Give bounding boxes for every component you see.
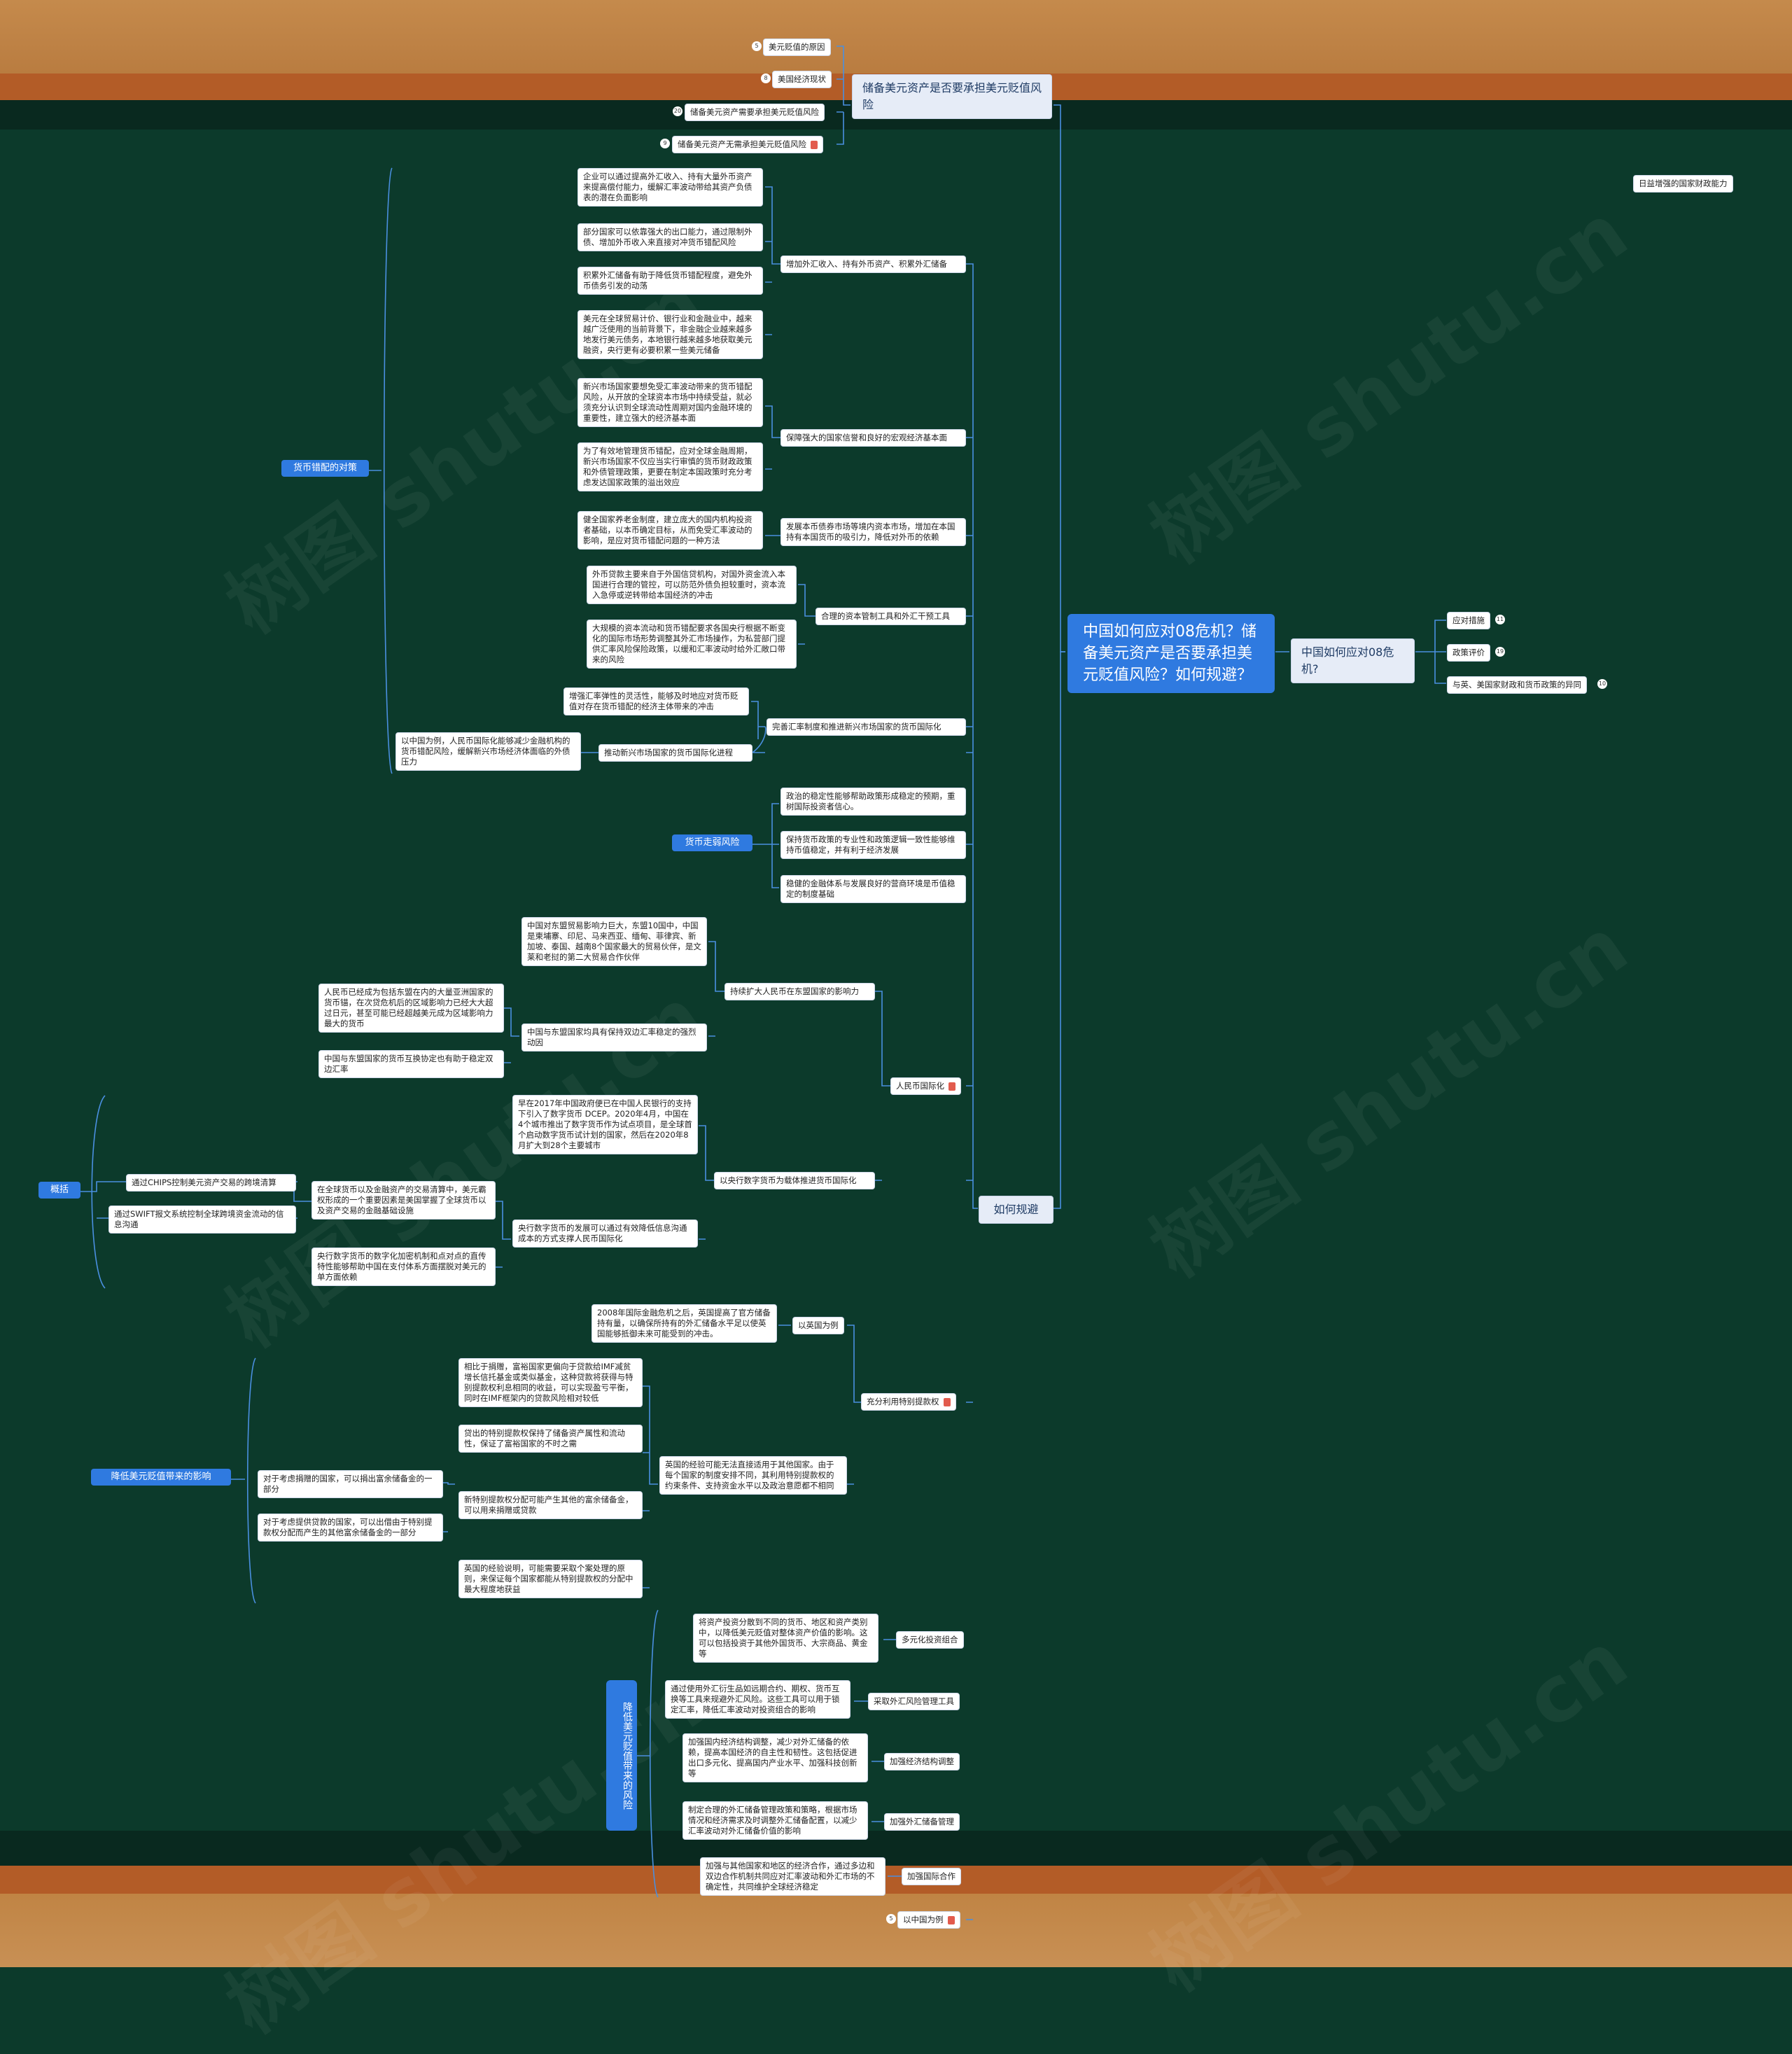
rmb-title-label: 人民币国际化: [896, 1081, 944, 1091]
count-badge: 19: [1495, 647, 1505, 657]
leaf-text[interactable]: 部分国家可以依靠强大的出口能力，通过限制外债、增加外币收入来直接对冲货币错配风险: [578, 223, 763, 251]
topic-mismatch-countermeasures[interactable]: 货币错配的对策: [281, 460, 369, 477]
leaf-text[interactable]: 大规模的资本流动和货币错配要求各国央行根据不断变化的国际市场形势调整其外汇市场操…: [587, 620, 797, 669]
sdr-title-label: 充分利用特别提款权: [867, 1397, 939, 1406]
node-measures[interactable]: 应对措施: [1447, 612, 1490, 629]
topic-reduce-depreciation-impact[interactable]: 降低美元贬值带来的影响: [91, 1469, 231, 1486]
bottom-wood-band: [0, 1894, 1792, 1967]
leaf-text[interactable]: 外币贷款主要来自于外国信贷机构，对国外资金流入本国进行合理的管控，可以防范外债负…: [587, 566, 797, 604]
label-local-bond-market[interactable]: 发展本币债券市场等境内资本市场，增加在本国持有本国货币的吸引力，降低对外币的依赖: [780, 518, 966, 546]
label-diversified-portfolio[interactable]: 多元化投资组合: [896, 1631, 964, 1649]
root-topic[interactable]: 中国如何应对08危机？储备美元资产是否要承担美元贬值风险？如何规避？: [1068, 614, 1275, 693]
topic-rmb-internationalization[interactable]: 人民币国际化: [890, 1077, 961, 1095]
leaf-text[interactable]: 央行数字货币的发展可以通过有效降低信息沟通成本的方式支撑人民币国际化: [512, 1220, 698, 1248]
leaf-text[interactable]: 英国的经验说明，可能需要采取个案处理的原则，来保证每个国家都能从特别提款权的分配…: [458, 1560, 643, 1598]
label-digital-currency[interactable]: 以央行数字货币为载体推进货币国际化: [714, 1172, 875, 1189]
count-badge: 5: [752, 41, 762, 51]
leaf-text[interactable]: 稳健的金融体系与发展良好的营商环境是币值稳定的制度基础: [780, 875, 966, 903]
leaf-text[interactable]: 增强汇率弹性的灵活性，能够及时地应对货币贬值对存在货币错配的经济主体带来的冲击: [564, 687, 749, 715]
attachment-icon: [811, 140, 818, 149]
topic-overview[interactable]: 概括: [38, 1182, 80, 1199]
leaf-text[interactable]: 相比于捐赠，富裕国家更偏向于贷款给IMF减贫增长信托基金或类似基金，这种贷款将获…: [458, 1358, 643, 1407]
leaf-text[interactable]: 中国与东盟国家均具有保持双边汇率稳定的强烈动因: [522, 1023, 707, 1052]
leaf-text[interactable]: 2008年国际金融危机之后，英国提高了官方储备持有量，以确保所持有的外汇储备水平…: [592, 1304, 777, 1343]
topic-currency-weakening-risk[interactable]: 货币走弱风险: [672, 834, 752, 851]
leaf-text[interactable]: 中国与东盟国家的货币互换协定也有助于稳定双边汇率: [318, 1050, 504, 1078]
connector-lines: [80, 46, 1446, 1920]
leaf-text[interactable]: 美元在全球贸易计价、银行业和金融业中，越来越广泛使用的当前背景下，非金融企业越来…: [578, 310, 763, 359]
top-wood-band: [0, 0, 1792, 74]
bottom-stripe: [0, 1866, 1792, 1894]
leaf-text[interactable]: 通过CHIPS控制美元资产交易的跨境清算: [126, 1174, 296, 1192]
label-national-credibility[interactable]: 保障强大的国家信誉和良好的宏观经济基本面: [780, 429, 966, 447]
label-asean-influence[interactable]: 持续扩大人民币在东盟国家的影响力: [724, 983, 875, 1000]
node-china-example[interactable]: 以中国为例: [897, 1911, 960, 1929]
leaf-text[interactable]: 将资产投资分散到不同的货币、地区和资产类别中，以降低美元贬值对整体资产价值的影响…: [693, 1614, 878, 1663]
leaf-text[interactable]: 政治的稳定性能够帮助政策形成稳定的预期，重树国际投资者信心。: [780, 788, 966, 816]
chalkboard-background: [0, 130, 1792, 1831]
node-no-need-bear-risk-label: 储备美元资产无需承担美元贬值风险: [678, 139, 806, 149]
node-uk-us-comparison[interactable]: 与英、美国家财政和货币政策的异同: [1447, 676, 1587, 694]
leaf-text[interactable]: 早在2017年中国政府便已在中国人民银行的支持下引入了数字货币 DCEP。202…: [512, 1095, 698, 1154]
label-increase-fx-income[interactable]: 增加外汇收入、持有外币资产、积累外汇储备: [780, 256, 966, 273]
leaf-text[interactable]: 在全球货币以及金融资产的交易清算中，美元霸权形成的一个重要因素是美国掌握了全球货…: [312, 1181, 496, 1220]
branch-dollar-reserve-risk[interactable]: 储备美元资产是否要承担美元贬值风险: [852, 74, 1052, 119]
leaf-text[interactable]: 对于考虑提供贷款的国家，可以出借由于特别提款权分配而产生的其他富余储备金的一部分: [258, 1514, 443, 1542]
leaf-text[interactable]: 加强与其他国家和地区的经济合作，通过多边和双边合作机制共同应对汇率波动和外汇市场…: [700, 1857, 886, 1896]
count-badge: 9: [660, 139, 670, 148]
leaf-text[interactable]: 央行数字货币的数字化加密机制和点对点的直传特性能够帮助中国在支付体系方面摆脱对美…: [312, 1248, 496, 1286]
node-dollar-depreciation-reason[interactable]: 美元贬值的原因: [763, 39, 831, 56]
count-badge: 11: [1495, 615, 1505, 624]
leaf-text[interactable]: 中国对东盟贸易影响力巨大，东盟10国中，中国是柬埔寨、印尼、马来西亚、缅甸、菲律…: [522, 917, 707, 966]
leaf-text[interactable]: 积累外汇储备有助于降低货币错配程度，避免外币债务引发的动荡: [578, 267, 763, 295]
attachment-icon: [943, 1397, 951, 1406]
leaf-text[interactable]: 制定合理的外汇储备管理政策和策略，根据市场情况和经济需求及时调整外汇储备配置，以…: [682, 1801, 868, 1840]
branch-how-to-avoid[interactable]: 如何规避: [979, 1196, 1054, 1224]
floating-topic[interactable]: 日益增强的国家财政能力: [1633, 175, 1733, 193]
label-economic-restructuring[interactable]: 加强经济结构调整: [884, 1753, 960, 1770]
leaf-text[interactable]: 通过SWIFT报文系统控制全球跨境资金流动的信息沟通: [108, 1206, 296, 1234]
count-badge: 5: [886, 1914, 896, 1924]
count-badge: 8: [761, 74, 771, 83]
node-us-economy[interactable]: 美国经济现状: [772, 71, 832, 88]
leaf-text[interactable]: 贷出的特别提款权保持了储备资产属性和流动性，保证了富裕国家的不时之需: [458, 1425, 643, 1453]
node-no-need-bear-risk[interactable]: 储备美元资产无需承担美元贬值风险: [672, 136, 823, 153]
topic-sdr[interactable]: 充分利用特别提款权: [861, 1393, 956, 1411]
leaf-text[interactable]: 保持货币政策的专业性和政策逻辑一致性能够维持币值稳定，并有利于经济发展: [780, 831, 966, 859]
node-need-bear-risk[interactable]: 储备美元资产需要承担美元贬值风险: [685, 104, 825, 121]
leaf-text[interactable]: 通过使用外汇衍生品如远期合约、期权、货币互换等工具来规避外汇风险。这些工具可以用…: [665, 1680, 850, 1719]
leaf-text[interactable]: 以中国为例，人民币国际化能够减少金融机构的货币错配风险，缓解新兴市场经济体面临的…: [396, 732, 581, 771]
leaf-text[interactable]: 为了有效地管理货币错配，应对全球金融周期，新兴市场国家不仅应当实行审慎的货币财政…: [578, 442, 763, 491]
label-capital-controls[interactable]: 合理的资本管制工具和外汇干预工具: [816, 608, 966, 625]
leaf-text[interactable]: 对于考虑捐赠的国家，可以捐出富余储备金的一部分: [258, 1470, 443, 1498]
leaf-text[interactable]: 新特别提款权分配可能产生其他的富余储备金，可以用来捐赠或贷款: [458, 1491, 643, 1519]
count-badge: 20: [673, 106, 682, 116]
label-fx-risk-tools[interactable]: 采取外汇风险管理工具: [868, 1693, 960, 1710]
node-policy-evaluation[interactable]: 政策评价: [1447, 644, 1490, 662]
label-uk-example[interactable]: 以英国为例: [792, 1317, 844, 1334]
leaf-text[interactable]: 英国的经验可能无法直接适用于其他国家。由于每个国家的制度安排不同，其利用特别提款…: [659, 1456, 847, 1495]
leaf-text[interactable]: 人民币已经成为包括东盟在内的大量亚洲国家的货币锚，在次贷危机后的区域影响力已经大…: [318, 984, 504, 1033]
leaf-text[interactable]: 企业可以通过提高外汇收入、持有大量外币资产来提高偿付能力，缓解汇率波动带给其资产…: [578, 168, 763, 207]
leaf-text[interactable]: 加强国内经济结构调整，减少对外汇储备的依赖，提高本国经济的自主性和韧性。这包括促…: [682, 1733, 868, 1782]
label-international-cooperation[interactable]: 加强国际合作: [902, 1868, 961, 1885]
branch-china-response[interactable]: 中国如何应对08危机?: [1291, 638, 1415, 683]
leaf-text[interactable]: 健全国家养老金制度，建立庞大的国内机构投资者基础，以本币确定目标，从而免受汇率波…: [578, 511, 763, 550]
label-exchange-rate-regime[interactable]: 完善汇率制度和推进新兴市场国家的货币国际化: [766, 718, 966, 736]
attachment-icon: [947, 1915, 955, 1924]
attachment-icon: [948, 1082, 955, 1091]
leaf-text[interactable]: 新兴市场国家要想免受汇率波动带来的货币错配风险，从开放的全球资本市场中持续受益，…: [578, 378, 763, 427]
bottom-dark-strip: [0, 1831, 1792, 1866]
label-reserve-management[interactable]: 加强外汇储备管理: [884, 1813, 960, 1831]
label-currency-internationalization[interactable]: 推动新兴市场国家的货币国际化进程: [598, 744, 752, 762]
topic-reduce-depreciation-risk[interactable]: 降低美元贬值带来的风险: [606, 1680, 637, 1831]
count-badge: 10: [1597, 679, 1607, 689]
china-example-label: 以中国为例: [903, 1915, 944, 1924]
